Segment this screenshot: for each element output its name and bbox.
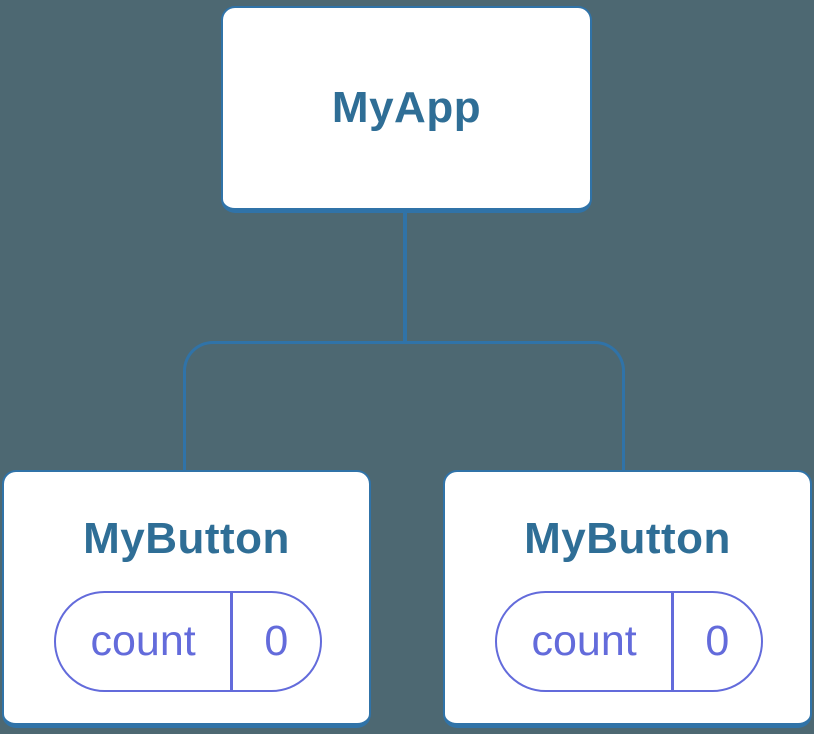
state-name-left: count — [90, 617, 196, 665]
component-node-myapp: MyApp — [221, 6, 592, 213]
state-value-right: 0 — [705, 617, 730, 665]
state-pill-right: count 0 — [495, 591, 763, 692]
connector-branch-children — [183, 341, 625, 470]
node-label-mybutton-right: MyButton — [524, 514, 731, 563]
state-pill-divider — [671, 593, 674, 690]
node-label-mybutton-left: MyButton — [83, 514, 290, 563]
state-pill-left: count 0 — [54, 591, 322, 692]
connector-stem-root — [403, 211, 407, 343]
state-value-left: 0 — [264, 617, 289, 665]
node-label-myapp: MyApp — [331, 83, 482, 132]
component-node-mybutton-left: MyButton count 0 — [2, 470, 371, 728]
state-pill-divider — [230, 593, 233, 690]
state-name-right: count — [531, 617, 637, 665]
component-node-mybutton-right: MyButton count 0 — [443, 470, 812, 728]
